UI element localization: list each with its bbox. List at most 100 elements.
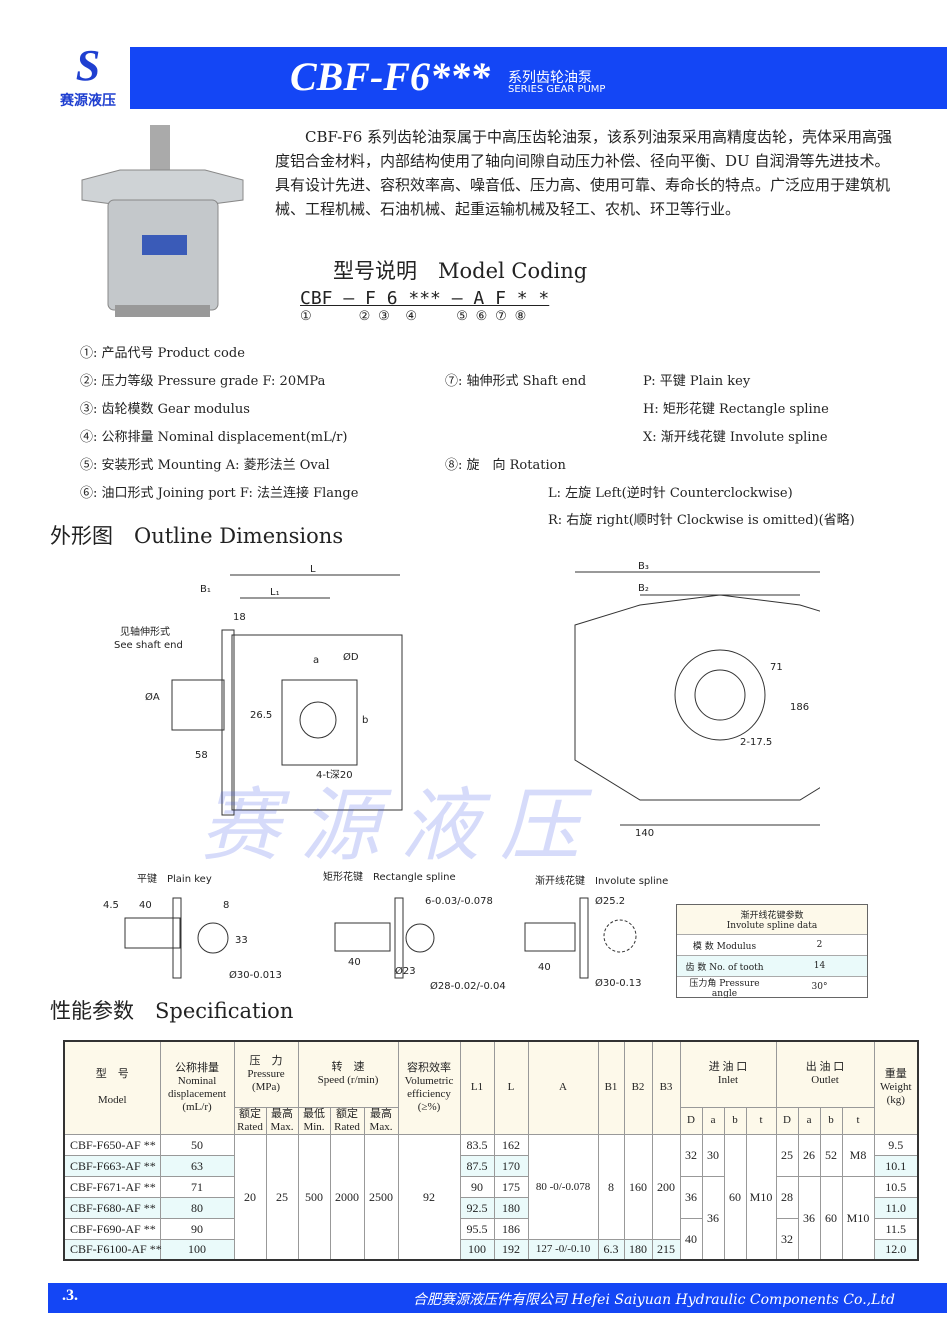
cell: 180 [493,1196,529,1219]
cell-model: CBF-F650-AF ** [63,1133,161,1156]
dim-B2: B₂ [638,583,649,594]
header-banner: CBF-F6*** 系列齿轮油泵 SERIES GEAR PUMP [130,47,947,109]
coding-item: ③: 齿轮模数 Gear modulus [80,402,250,417]
coding-item: L: 左旋 Left(逆时针 Counterclockwise) [548,486,793,501]
cell: 175 [493,1175,529,1198]
cell: 8 [597,1133,625,1240]
h-p-rated: 额定 Rated [233,1106,267,1135]
cell: 10.1 [873,1154,919,1177]
dim-L1: L₁ [270,587,280,598]
dim-2-17-5: 2-17.5 [740,737,772,748]
coding-item: P: 平键 Plain key [643,374,751,389]
shaft-end-drawings: 平键 Plain key 4.5 40 8 33 Ø30-0.013 矩形花键 … [103,870,668,992]
cell: 25 [265,1133,299,1261]
cell: M8 [841,1133,875,1177]
cell: 11.5 [873,1217,919,1240]
h-B2: B2 [623,1040,653,1135]
cell: 32 [679,1133,703,1177]
t: 出 油 口 [805,1061,845,1074]
cell: M10 [745,1133,777,1261]
outline-title: 外形图 Outline Dimensions [50,524,344,548]
cell: 71 [159,1175,235,1198]
dim: 40 [139,900,152,911]
cell-model: CBF-F690-AF ** [63,1217,161,1240]
cell-model: CBF-F6100-AF ** [63,1238,162,1261]
cell-model: CBF-F663-AF ** [63,1154,161,1177]
t: Nominal displacement (mL/r) [167,1074,227,1113]
dim-26-5: 26.5 [250,710,272,721]
dim: 40 [348,957,361,968]
cell: 9.5 [873,1133,919,1156]
title-cn: 渐开线花键参数 [740,911,804,921]
cell: 10.5 [873,1175,919,1198]
h-out-D: D [775,1106,799,1135]
h-L1: L1 [459,1040,495,1135]
dim-holes: 4-t深20 [316,769,353,781]
t: Volumetric efficiency (≥%) [404,1074,454,1113]
dim-D: ØD [343,651,359,663]
coding-item: X: 渐开线花键 Involute spline [643,430,828,445]
cell: 12.0 [873,1238,919,1261]
involute-spline-title: 渐开线花键 Involute spline [535,874,668,887]
cell: 32 [775,1217,799,1261]
cell: 26 [797,1133,821,1177]
t: 进 油 口 [708,1061,748,1074]
coding-item: ⑦: 轴伸形式 Shaft end [445,374,587,389]
coding-item: ④: 公称排量 Nominal displacement(mL/r) [80,430,348,445]
h-in-t: t [745,1106,777,1135]
cell: 25 [775,1133,799,1177]
dim-18: 18 [233,612,246,623]
h-B1: B1 [597,1040,625,1135]
h-out-a: a [797,1106,821,1135]
h-in-b: b [723,1106,747,1135]
cell: 30 [701,1133,725,1177]
cell: 170 [493,1154,529,1177]
cell: 180 [623,1238,653,1261]
dim: 4.5 [103,900,119,911]
cell: 2500 [363,1133,399,1261]
title-en: Involute spline data [726,921,818,931]
coding-item: ⑤: 安装形式 Mounting A: 菱形法兰 Oval [80,458,330,473]
cell: 92.5 [459,1196,495,1219]
subtitle-en: SERIES GEAR PUMP [508,84,606,95]
cell-model: CBF-F671-AF ** [63,1175,161,1198]
model-code-string: CBF — F 6 *** — A F * * [300,288,550,309]
cell: 200 [651,1133,681,1240]
cell: 63 [159,1154,235,1177]
cell: 2 [816,940,823,950]
coding-item: R: 右旋 right(顺时针 Clockwise is omitted)(省略… [548,513,855,528]
cell: 20 [233,1133,267,1261]
cell-disp: 50 [159,1133,235,1156]
h-s-rated: 额定 Rated [329,1106,365,1135]
dim: Ø30-0.13 [595,977,641,989]
cell: 60 [819,1175,843,1261]
cell: 100 [459,1238,495,1261]
cell: 2000 [329,1133,365,1261]
dim-71: 71 [770,662,783,673]
h-out-b: b [819,1106,843,1135]
footer-bar: .3. 合肥赛源液压件有限公司 Hefei Saiyuan Hydraulic … [48,1283,947,1313]
t: 型 号 [95,1068,129,1081]
dim: 33 [235,935,248,946]
cell: 52 [819,1133,843,1177]
dim-b: b [362,715,368,726]
cell: 160 [623,1133,653,1240]
dim-58: 58 [195,750,208,761]
t: 重量 [884,1068,907,1081]
dim-a: a [313,655,319,666]
cell: 60 [723,1133,747,1261]
dim: 8 [223,900,229,911]
subtitle-cn: 系列齿轮油泵 [508,70,592,86]
t: Inlet [717,1074,739,1087]
